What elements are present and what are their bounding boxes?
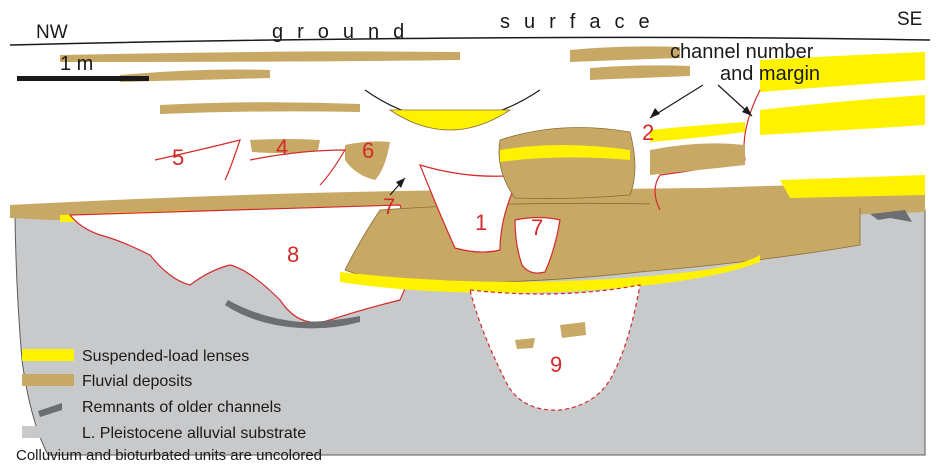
legend-label-3: Remnants of older channels [82,399,281,416]
channel-number-9: 9 [550,352,562,377]
suspended-load-right-b [760,95,925,135]
channel-number-2: 2 [642,120,654,145]
annotation-arrowhead-left [650,108,660,118]
ground-surface-word-1: ground [272,21,418,43]
light-gray-swatch [22,426,74,438]
fluvial-upper-band-1 [60,51,460,62]
suspended-load-right-a [780,175,925,198]
channel-5-margin [155,140,240,180]
central-yellow-lens [390,110,510,130]
legend-label-1: Suspended-load lenses [82,348,249,365]
fluvial-upper-band-5 [590,65,690,80]
scale-bar [17,76,149,81]
suspended-load-lens-2 [650,122,745,142]
channel-number-4: 4 [276,135,288,160]
scale-bar-label: 1 m [60,53,93,75]
ground-surface-word-2: surface [500,11,664,33]
channel-number-1: 1 [475,210,487,235]
legend-label-4: L. Pleistocene alluvial substrate [82,425,306,442]
fluvial-upper-band-4 [570,46,680,62]
orientation-right: SE [897,9,922,30]
tan-swatch [22,374,74,386]
annotation-line-1: channel number [670,41,814,63]
channel-4-margin [250,150,345,185]
yellow-swatch [22,349,74,361]
annotation-line-2: and margin [720,63,820,85]
fluvial-central-right-block [499,128,635,199]
channel-number-8: 8 [287,242,299,267]
footnote: Colluvium and bioturbated units are unco… [16,447,322,464]
channel-number-5: 5 [172,145,184,170]
fluvial-upper-band-3 [160,102,360,114]
orientation-left: NW [36,22,68,43]
fluvial-channel-2 [650,143,745,175]
channel-number-6: 6 [362,138,374,163]
channel-number-7a: 7 [383,194,395,219]
legend-label-2: Fluvial deposits [82,373,192,390]
channel-number-7b: 7 [531,215,543,240]
